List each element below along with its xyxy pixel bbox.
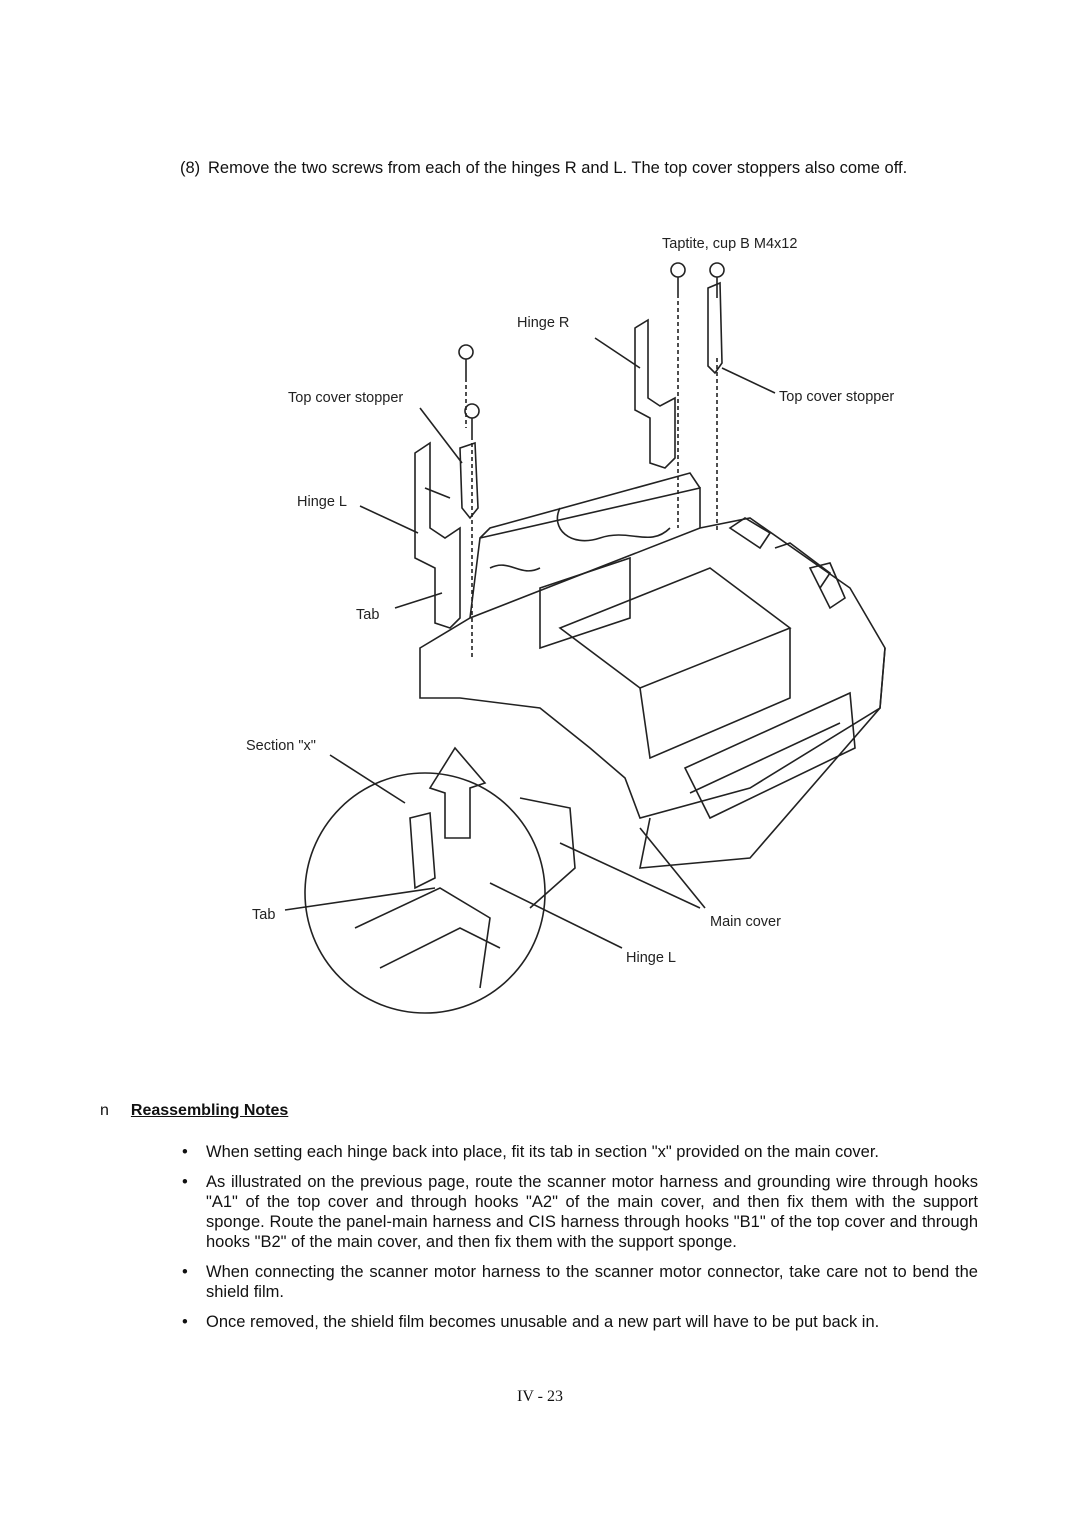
hinge-l-part bbox=[414, 441, 461, 629]
main-cover-outline bbox=[419, 517, 886, 819]
list-item: • When setting each hinge back into plac… bbox=[180, 1142, 978, 1162]
screw-right-1 bbox=[670, 262, 686, 528]
hinge-removal-diagram: Taptite, cup B M4x12 Hinge R Top cover s… bbox=[230, 228, 930, 1028]
page-number: IV - 23 bbox=[517, 1388, 563, 1405]
label-section-x: Section "x" bbox=[246, 738, 316, 754]
screw-left-1 bbox=[458, 344, 474, 428]
label-hinge-r: Hinge R bbox=[517, 315, 569, 331]
heading-bullet: n bbox=[100, 1102, 109, 1119]
bullet-marker: • bbox=[182, 1263, 188, 1281]
hinge-r-part bbox=[634, 318, 676, 469]
note-text: As illustrated on the previous page, rou… bbox=[206, 1173, 978, 1251]
screw-left-2 bbox=[464, 403, 480, 658]
step-number: (8) bbox=[180, 159, 201, 177]
label-tab-bottom: Tab bbox=[252, 907, 275, 923]
label-top-cover-stopper-right: Top cover stopper bbox=[779, 389, 894, 405]
label-screw: Taptite, cup B M4x12 bbox=[662, 236, 797, 252]
note-text: Once removed, the shield film becomes un… bbox=[206, 1313, 880, 1331]
section-x-magnifier bbox=[304, 772, 546, 1014]
heading-title: Reassembling Notes bbox=[130, 1102, 289, 1119]
label-hinge-l-bottom: Hinge L bbox=[626, 950, 676, 966]
label-top-cover-stopper-left: Top cover stopper bbox=[288, 390, 403, 406]
top-cover-stopper-left-part bbox=[459, 441, 479, 520]
list-item: • Once removed, the shield film becomes … bbox=[180, 1312, 978, 1332]
label-main-cover: Main cover bbox=[710, 914, 781, 930]
step-text: Remove the two screws from each of the h… bbox=[208, 159, 908, 177]
reassembling-notes-heading: n Reassembling Notes bbox=[100, 1102, 288, 1120]
note-text: When connecting the scanner motor harnes… bbox=[206, 1263, 978, 1301]
note-text: When setting each hinge back into place,… bbox=[206, 1143, 880, 1161]
bullet-marker: • bbox=[182, 1173, 188, 1191]
top-cover-stopper-right-part bbox=[707, 281, 723, 375]
list-item: • When connecting the scanner motor harn… bbox=[180, 1262, 978, 1302]
bullet-marker: • bbox=[182, 1143, 188, 1161]
screw-right-2 bbox=[709, 262, 725, 533]
bullet-marker: • bbox=[182, 1313, 188, 1331]
reassembling-notes-list: • When setting each hinge back into plac… bbox=[180, 1142, 978, 1342]
label-tab-top: Tab bbox=[356, 607, 379, 623]
label-hinge-l-top: Hinge L bbox=[297, 494, 347, 510]
diagram-svg: Taptite, cup B M4x12 Hinge R Top cover s… bbox=[246, 236, 894, 1014]
list-item: • As illustrated on the previous page, r… bbox=[180, 1172, 978, 1252]
